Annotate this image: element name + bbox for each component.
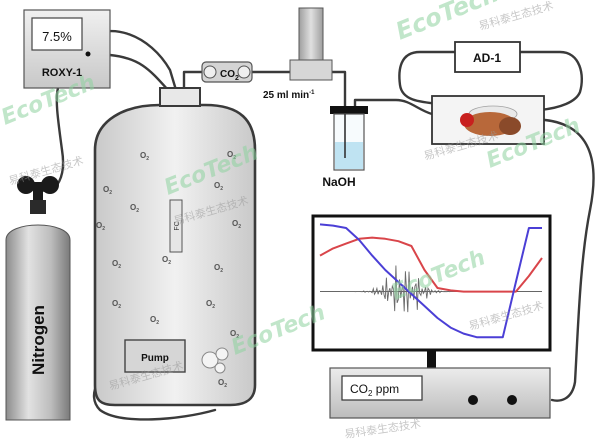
scrubber-label: CO2 [220, 69, 239, 82]
chamber-body [93, 103, 257, 407]
regulator-gauge-right [41, 176, 59, 194]
monitor [311, 214, 552, 368]
watermark-chinese: 易科泰生态技术 [343, 416, 421, 441]
pump-label: Pump [141, 353, 169, 364]
co2-scrubber: CO2 [201, 61, 253, 83]
ad1-label: AD-1 [473, 51, 501, 65]
co2-analyser: CO2 ppm [329, 367, 551, 419]
flow-meter-tube [298, 7, 324, 63]
pump-box [124, 339, 186, 373]
ad1-box [454, 41, 521, 73]
cylinder-valve [30, 200, 46, 214]
chamber-lid [159, 87, 201, 107]
o2-label: O2 [162, 255, 171, 266]
roxy-port [85, 51, 91, 57]
nitrogen-cylinder: Nitrogen [5, 176, 71, 421]
o2-label: O2 [112, 259, 121, 270]
o2-label: O2 [130, 203, 139, 214]
scrubber-body [201, 61, 253, 83]
analyser-knob-right [507, 395, 517, 405]
o2-label: O2 [214, 181, 223, 192]
analyser-knob-left [468, 395, 478, 405]
bubble-2 [215, 347, 229, 361]
tube-naoh-fly [353, 98, 434, 116]
bubble-1 [201, 351, 219, 369]
vial-cap [330, 106, 368, 114]
o2-label: O2 [206, 299, 215, 310]
naoh-liquid [335, 142, 363, 169]
scrubber-cap-right [237, 65, 251, 79]
o2-chamber: FC Pump O2 O2 O2 O2 O2 O2 O2 O2 O2 O2 O2… [93, 87, 257, 407]
roxy-display-value: 7.5% [42, 29, 72, 44]
o2-label: O2 [227, 150, 236, 161]
fly-eye [460, 113, 474, 127]
o2-label: O2 [218, 378, 227, 389]
regulator-gauge-left [17, 176, 35, 194]
o2-label: O2 [103, 185, 112, 196]
naoh-label: NaOH [322, 175, 355, 189]
naoh-vial: NaOH [322, 106, 368, 189]
analyser-display-label: CO2 ppm [350, 382, 399, 398]
flow-rate-label: 25 ml min-1 [263, 90, 315, 101]
roxy-1-meter: 7.5% ROXY-1 [23, 9, 111, 89]
ad-1-unit: AD-1 [454, 41, 521, 73]
regulator-body [33, 182, 43, 204]
tube-fly-analyser [543, 118, 595, 402]
monitor-frame [311, 214, 552, 352]
scrubber-cap-left [203, 65, 217, 79]
o2-label: O2 [230, 329, 239, 340]
roxy-display [31, 17, 83, 51]
fly-chamber [431, 95, 545, 145]
roxy-name: ROXY-1 [42, 67, 82, 79]
tube-roxy-chamber [108, 53, 170, 92]
nitrogen-label: Nitrogen [29, 305, 48, 375]
trace-blue-series [319, 223, 542, 339]
o2-label: O2 [140, 151, 149, 162]
tube-ad1-right [518, 50, 583, 112]
bubble-cluster [201, 347, 229, 374]
co2-trace-plot [319, 223, 543, 339]
bubble-3 [214, 362, 226, 374]
cylinder-body [5, 224, 71, 421]
o2-label: O2 [232, 219, 241, 230]
fc-sensor [169, 199, 183, 253]
o2-label: O2 [214, 263, 223, 274]
o2-labels: O2 O2 O2 O2 O2 O2 O2 O2 O2 O2 O2 O2 O2 O… [96, 150, 241, 389]
analyser-display [341, 375, 423, 401]
flow-meter-base [289, 59, 333, 81]
o2-label: O2 [96, 221, 105, 232]
o2-label: O2 [150, 315, 159, 326]
o2-label: O2 [112, 299, 121, 310]
tube-chamber-scrubber [182, 70, 206, 94]
trace-red-series [319, 236, 543, 293]
monitor-stand [427, 350, 436, 368]
tube-flow-naoh [328, 70, 347, 112]
flow-meter: 25 ml min-1 [263, 7, 333, 101]
fc-label: FC [174, 221, 181, 230]
fly-abdomen [499, 117, 521, 135]
tube-ad1-left [398, 50, 457, 106]
